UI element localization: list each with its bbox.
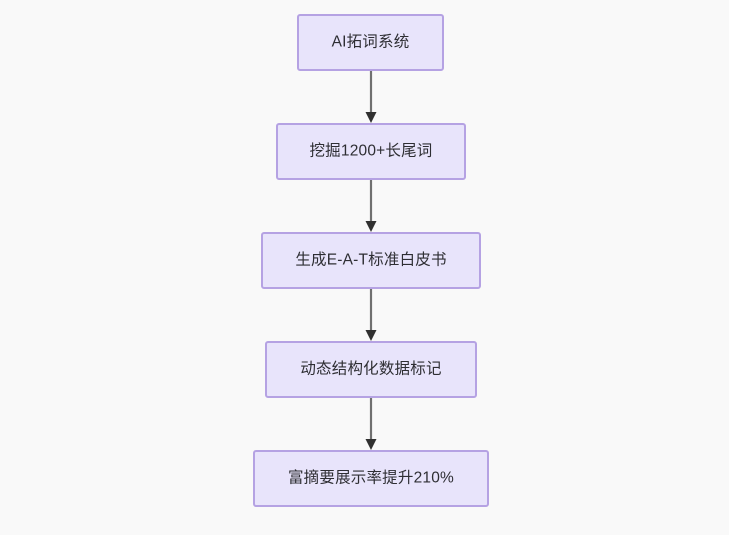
flow-node-label: 动态结构化数据标记 — [300, 360, 442, 378]
flow-node-rich-snippet-uplift[interactable]: 富摘要展示率提升210% — [253, 450, 489, 507]
flow-node-mine-longtail-keywords[interactable]: 挖掘1200+长尾词 — [276, 123, 466, 180]
flow-edge-n4-n5 — [364, 398, 378, 450]
flow-edge-n2-n3 — [364, 180, 378, 232]
flow-edge-n3-n4 — [364, 289, 378, 341]
flow-node-label: 富摘要展示率提升210% — [287, 469, 455, 487]
flow-node-label: 挖掘1200+长尾词 — [309, 142, 433, 160]
flow-edge-n1-n2 — [364, 71, 378, 123]
flow-node-dynamic-structured-data[interactable]: 动态结构化数据标记 — [265, 341, 477, 398]
flow-node-label: AI拓词系统 — [331, 33, 410, 51]
flow-node-ai-keyword-system[interactable]: AI拓词系统 — [297, 14, 444, 71]
flow-node-generate-eat-whitepaper[interactable]: 生成E-A-T标准白皮书 — [261, 232, 481, 289]
flow-node-label: 生成E-A-T标准白皮书 — [295, 251, 447, 269]
